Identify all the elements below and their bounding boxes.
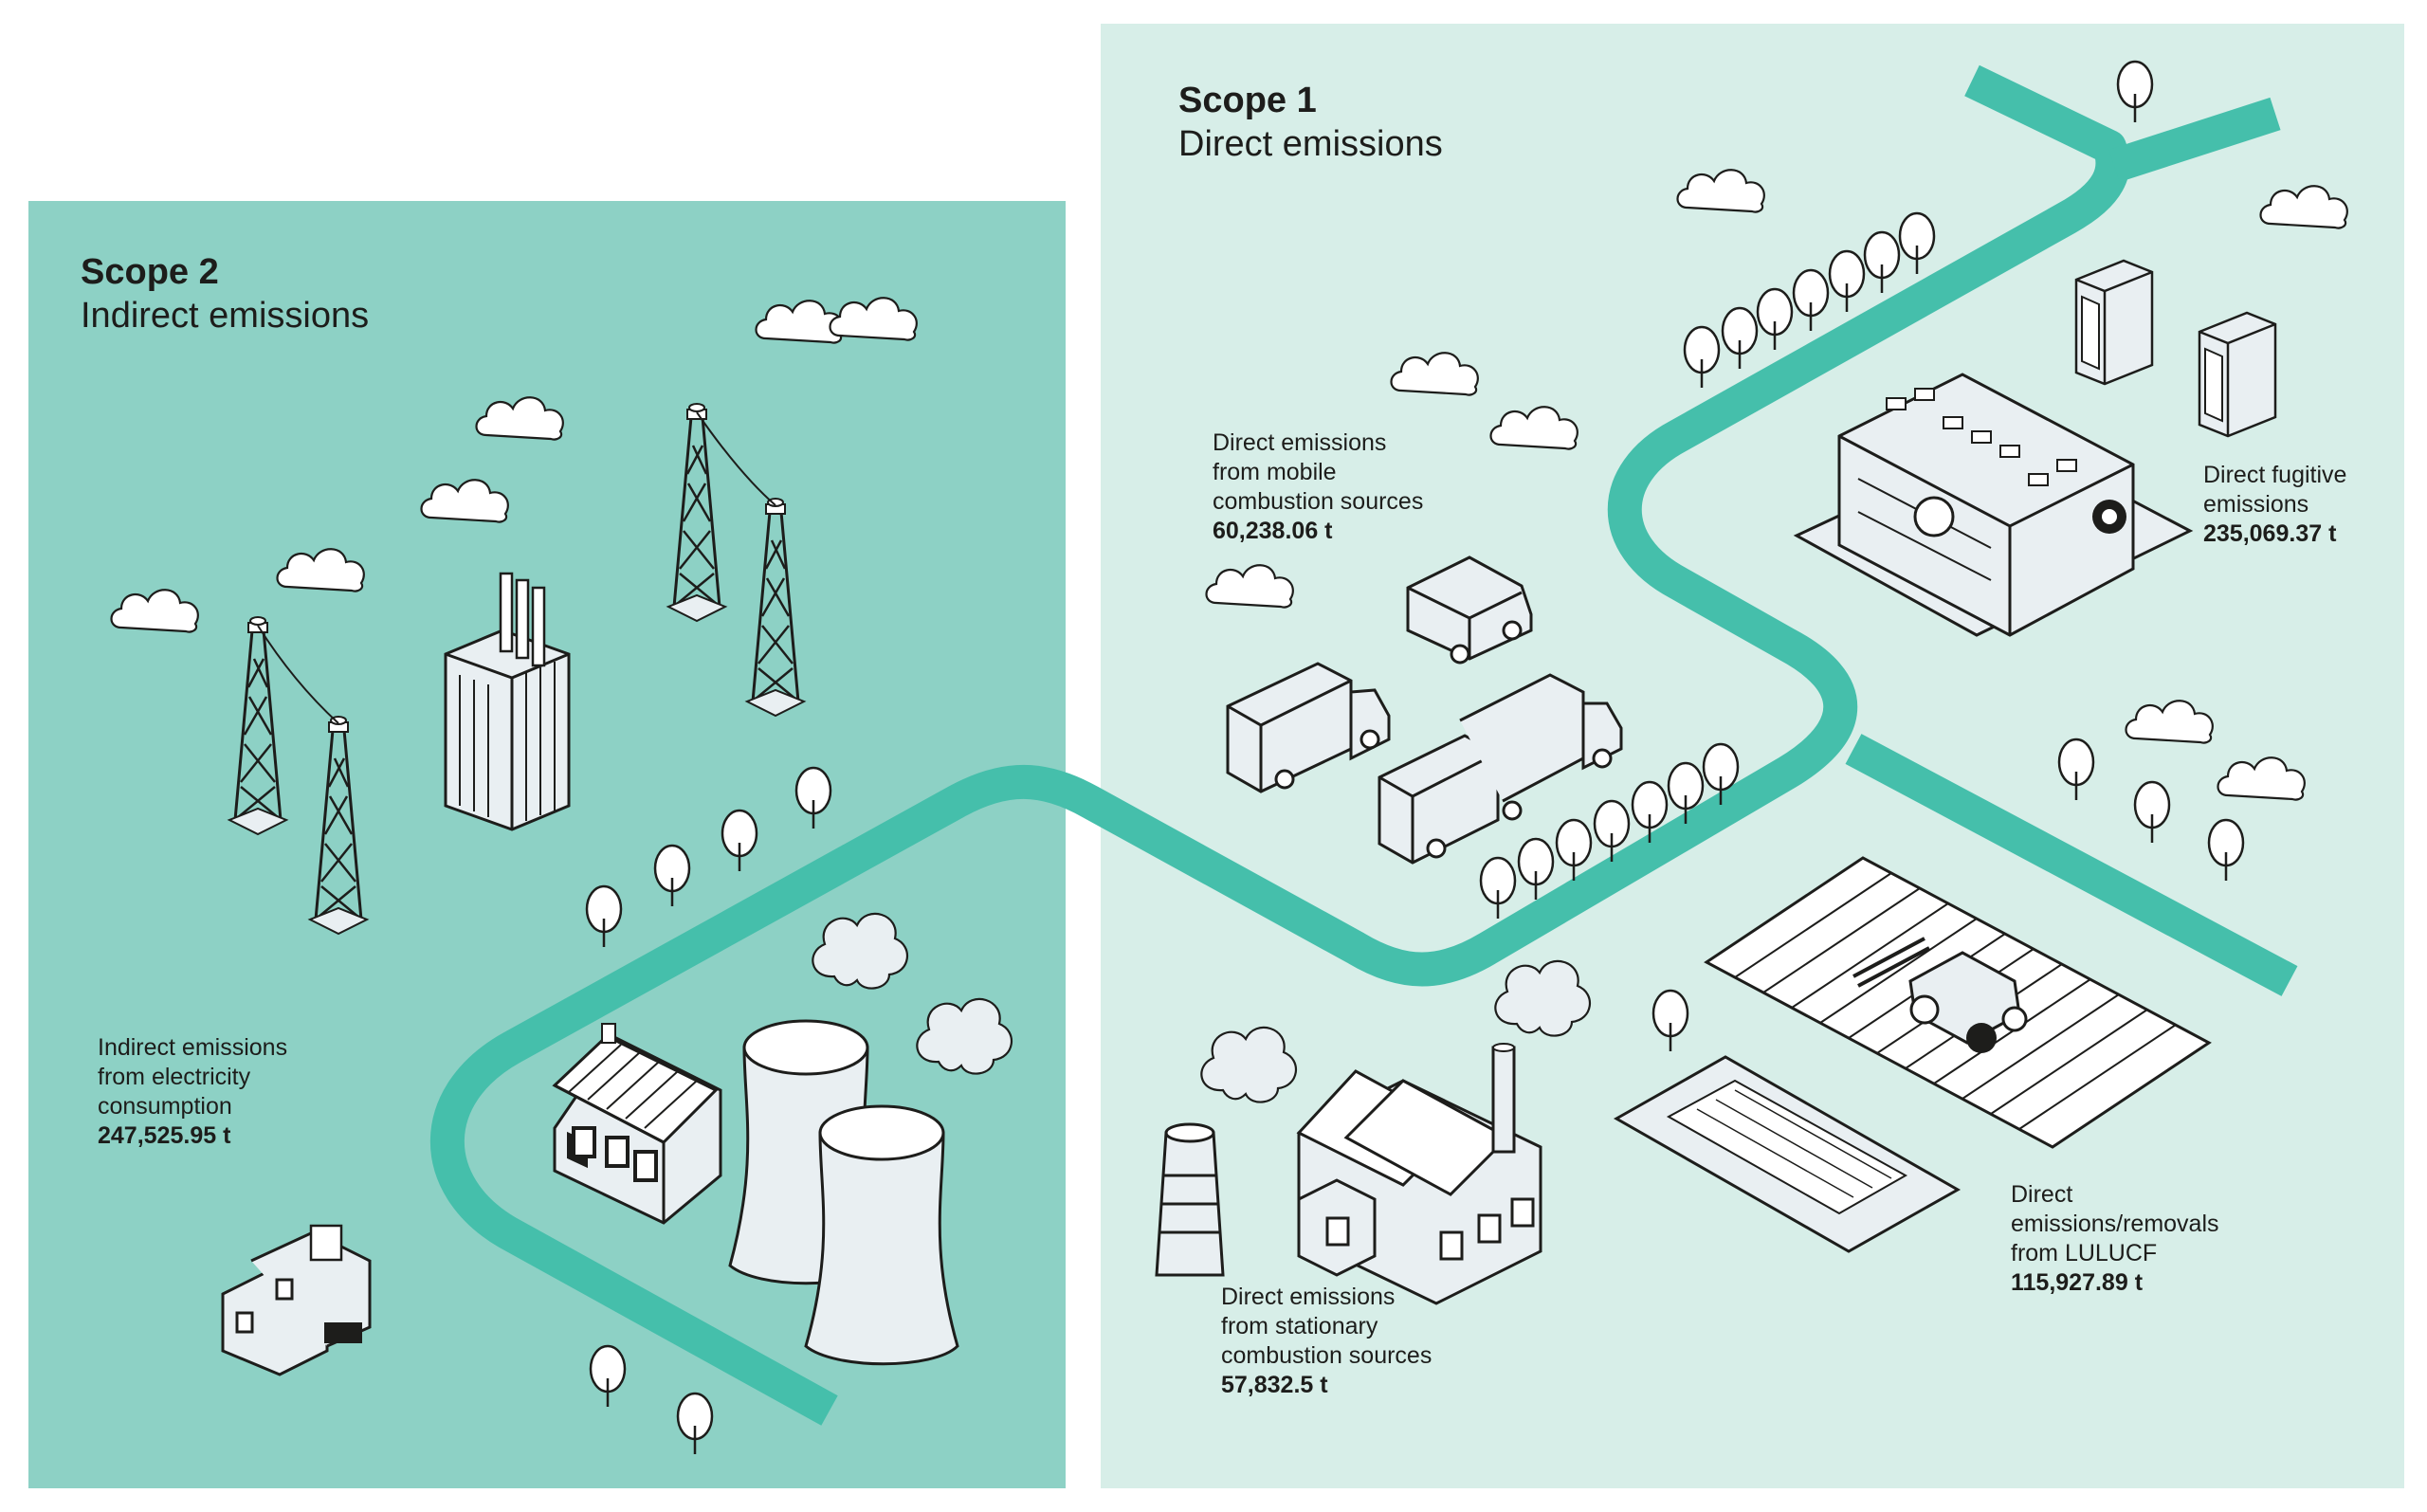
cooling-tower-icon <box>728 1019 959 1366</box>
fugitive-value: 235,069.37 t <box>2203 520 2337 547</box>
refrigerator-icon <box>2074 259 2277 438</box>
van-icon <box>1406 556 1533 665</box>
stationary-label-line: Direct emissions <box>1221 1284 1396 1310</box>
lulucf-label-line: from LULUCF <box>2011 1240 2158 1266</box>
scope2-heading: Scope 2 Indirect emissions <box>81 251 369 337</box>
stationary-label-line: combustion sources <box>1221 1342 1432 1369</box>
mobile-label-line: combustion sources <box>1213 488 1424 515</box>
electricity-label-line: Indirect emissions <box>98 1034 288 1061</box>
lulucf-value: 115,927.89 t <box>2011 1269 2144 1296</box>
fugitive-label-line: emissions <box>2203 491 2309 518</box>
mobile-label: Direct emissions from mobile combustion … <box>1213 428 1423 546</box>
mobile-label-line: Direct emissions <box>1213 429 1387 456</box>
house-icon <box>552 1023 722 1225</box>
stationary-label: Direct emissions from stationary combust… <box>1221 1283 1432 1400</box>
scope1-subtitle: Direct emissions <box>1178 123 1443 164</box>
electricity-label: Indirect emissions from electricity cons… <box>98 1033 287 1151</box>
lulucf-label-line: emissions/removals <box>2011 1211 2219 1237</box>
scope1-heading: Scope 1 Direct emissions <box>1178 80 1443 166</box>
mobile-label-line: from mobile <box>1213 459 1337 485</box>
chimney-icon <box>1155 1122 1225 1277</box>
electricity-label-line: from electricity <box>98 1064 251 1090</box>
lulucf-label-line: Direct <box>2011 1181 2073 1208</box>
road <box>429 64 2130 1426</box>
electricity-label-line: consumption <box>98 1093 232 1120</box>
fugitive-label: Direct fugitive emissions 235,069.37 t <box>2203 461 2346 549</box>
stationary-label-line: from stationary <box>1221 1313 1378 1339</box>
scope1-title: Scope 1 <box>1178 81 1317 120</box>
truck-icon <box>1378 673 1623 865</box>
power-plant-icon <box>444 572 571 831</box>
scope2-subtitle: Indirect emissions <box>81 295 370 336</box>
stationary-value: 57,832.5 t <box>1221 1372 1328 1398</box>
office-building-icon <box>221 1224 372 1376</box>
electricity-value: 247,525.95 t <box>98 1122 231 1149</box>
scope2-title: Scope 2 <box>81 252 219 292</box>
truck-icon <box>1226 662 1391 793</box>
transmission-tower-icon <box>228 402 806 936</box>
tractor-icon <box>1852 937 2028 1053</box>
mobile-value: 60,238.06 t <box>1213 518 1333 544</box>
fugitive-label-line: Direct fugitive <box>2203 462 2347 488</box>
lulucf-label: Direct emissions/removals from LULUCF 11… <box>2011 1180 2219 1298</box>
road-branch-right <box>1845 734 2298 996</box>
cloud-icon <box>110 297 918 633</box>
factory-icon <box>1296 1043 1542 1305</box>
road-branch-top <box>2108 97 2281 183</box>
office-building-icon <box>1793 373 2194 637</box>
